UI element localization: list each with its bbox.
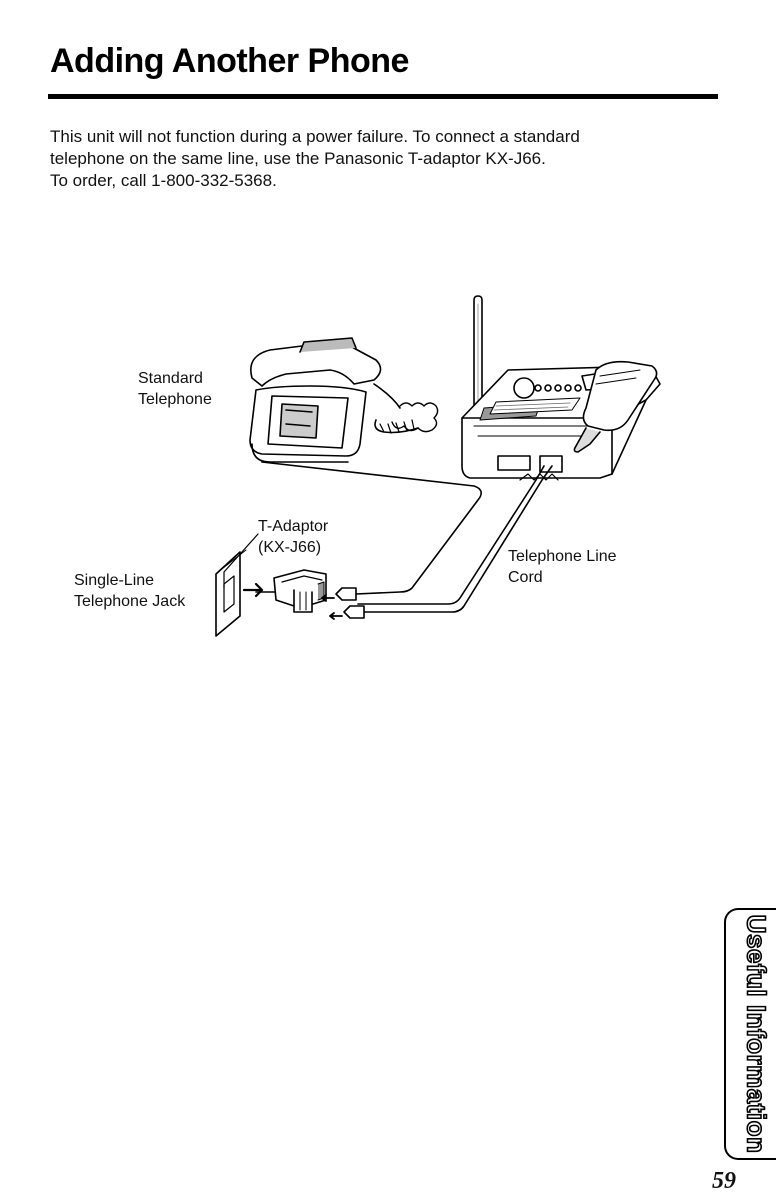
wall-jack-illustration (216, 550, 246, 636)
standard-telephone-illustration (250, 338, 438, 462)
intro-line: This unit will not function during a pow… (50, 126, 730, 148)
cordless-base-unit-illustration (462, 296, 660, 480)
label-standard-telephone: Standard Telephone (138, 368, 212, 410)
page-title: Adding Another Phone (50, 42, 409, 81)
intro-line: To order, call 1-800-332-5368. (50, 170, 730, 192)
title-rule (48, 94, 718, 99)
connection-diagram (0, 290, 776, 670)
section-tab-label: Useful Information (741, 915, 772, 1154)
label-telephone-line-cord: Telephone Line Cord (508, 546, 617, 588)
t-adaptor-illustration (244, 570, 326, 612)
section-tab: Useful Information (724, 908, 776, 1160)
intro-line: telephone on the same line, use the Pana… (50, 148, 730, 170)
telephone-line-cord (356, 466, 552, 612)
label-single-line-jack: Single-Line Telephone Jack (74, 570, 185, 612)
intro-paragraph: This unit will not function during a pow… (50, 126, 730, 192)
label-t-adaptor: T-Adaptor (KX-J66) (258, 516, 328, 558)
page-number: 59 (712, 1168, 736, 1195)
